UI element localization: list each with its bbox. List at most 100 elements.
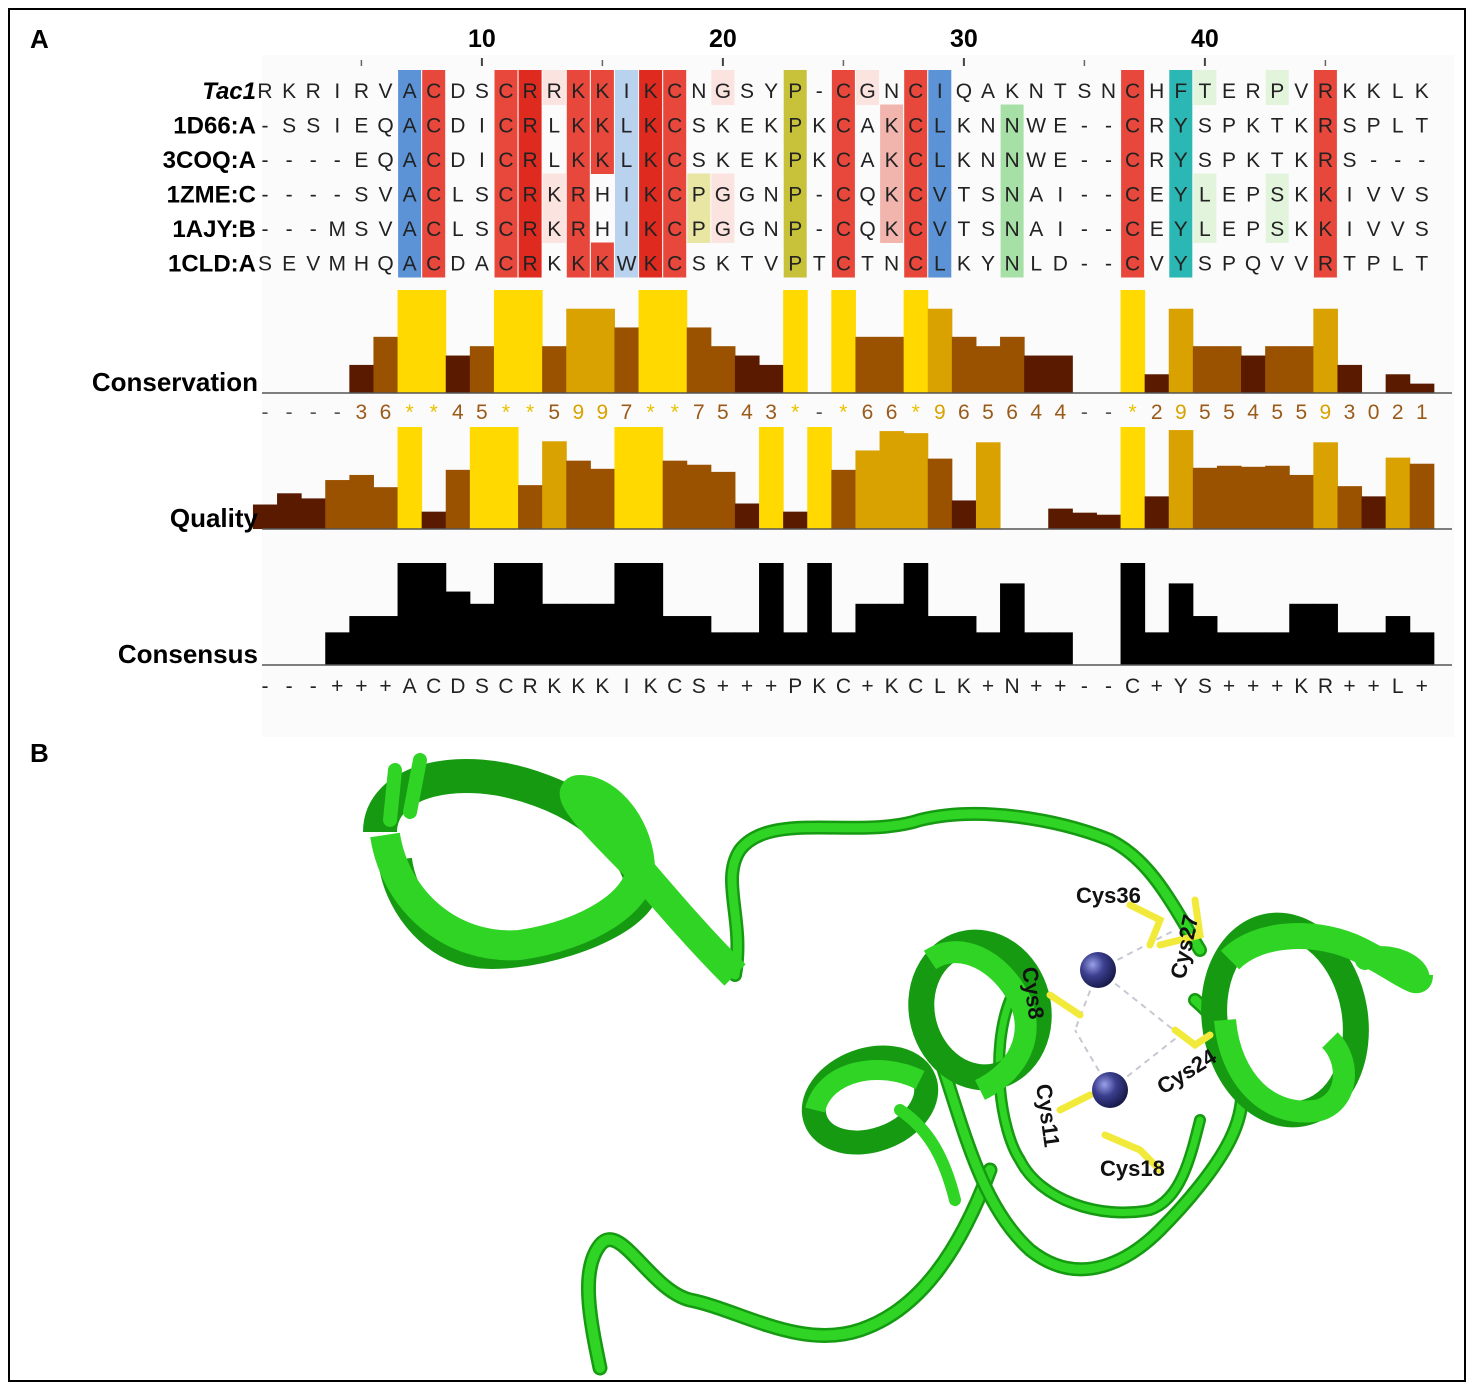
residue: R bbox=[1149, 115, 1164, 138]
residue-highlight bbox=[880, 139, 904, 174]
residue: Q bbox=[859, 184, 875, 207]
residue: V bbox=[1367, 184, 1381, 207]
residue-highlight bbox=[590, 242, 614, 278]
residue: P bbox=[788, 253, 802, 276]
residue: C bbox=[908, 218, 923, 241]
quality-bar bbox=[1241, 466, 1266, 529]
residue: D bbox=[450, 80, 465, 103]
consensus-bar bbox=[662, 616, 688, 665]
conservation-bar bbox=[759, 364, 784, 393]
residue-highlight bbox=[880, 173, 904, 209]
helix-3-cap bbox=[1355, 946, 1430, 990]
residue: S bbox=[1342, 149, 1356, 172]
residue-highlight bbox=[615, 242, 638, 278]
quality-bar bbox=[1072, 512, 1097, 529]
residue: L bbox=[1392, 115, 1404, 138]
consensus-residue: C bbox=[498, 675, 513, 698]
residue: T bbox=[1415, 115, 1428, 138]
residue-highlight bbox=[1193, 208, 1217, 243]
residue-highlight bbox=[663, 104, 687, 140]
residue: K bbox=[1294, 184, 1308, 207]
residue-highlight bbox=[590, 70, 614, 105]
residue-highlight bbox=[1000, 208, 1024, 243]
conservation-bar bbox=[590, 308, 615, 393]
quality-bar bbox=[1192, 467, 1218, 529]
quality-bar bbox=[734, 503, 760, 529]
residue: R bbox=[523, 218, 538, 241]
conservation-score: 9 bbox=[597, 401, 609, 424]
residue: A bbox=[403, 218, 417, 241]
residue-highlight bbox=[615, 70, 638, 105]
helix-2-ring-front bbox=[923, 941, 1037, 1100]
residue: Q bbox=[1245, 253, 1261, 276]
residue: - bbox=[1105, 218, 1112, 241]
residue: L bbox=[548, 115, 560, 138]
residue: A bbox=[860, 115, 874, 138]
residue: C bbox=[667, 149, 682, 172]
consensus-bar bbox=[1144, 632, 1170, 665]
n-terminal-coil-highlight bbox=[583, 1165, 995, 1373]
residue-highlight bbox=[711, 208, 735, 243]
quality-bar bbox=[831, 469, 856, 529]
conservation-score: * bbox=[839, 401, 847, 424]
quality-bar bbox=[493, 427, 519, 529]
conservation-bar bbox=[542, 346, 567, 393]
residue-highlight bbox=[783, 208, 807, 243]
consensus-bar bbox=[783, 632, 808, 665]
residue: Q bbox=[859, 218, 875, 241]
residue: L bbox=[934, 253, 946, 276]
residue-highlight bbox=[398, 104, 422, 140]
conservation-bar bbox=[421, 290, 447, 393]
residue-highlight bbox=[398, 242, 422, 278]
residue: E bbox=[282, 253, 296, 276]
consensus-residue: - bbox=[1105, 675, 1112, 698]
conservation-bar bbox=[903, 290, 929, 393]
residue: R bbox=[523, 80, 538, 103]
consensus-residue: P bbox=[788, 675, 802, 698]
consensus-bar bbox=[325, 632, 350, 665]
consensus-residue: C bbox=[667, 675, 682, 698]
zinc-ion-1 bbox=[1080, 952, 1116, 988]
consensus-bar bbox=[927, 616, 953, 665]
conservation-bar bbox=[831, 290, 856, 393]
residue-highlight bbox=[542, 70, 566, 105]
quality-bar bbox=[1361, 496, 1387, 529]
residue: K bbox=[885, 115, 899, 138]
consensus-bar bbox=[1048, 632, 1073, 665]
residue-highlight bbox=[831, 104, 855, 140]
conservation-score: 9 bbox=[1175, 401, 1187, 424]
residue: N bbox=[764, 218, 779, 241]
residue: E bbox=[1222, 80, 1236, 103]
quality-bar bbox=[951, 500, 977, 529]
conservation-score: 3 bbox=[1344, 401, 1356, 424]
residue: C bbox=[1125, 253, 1140, 276]
residue: A bbox=[403, 184, 417, 207]
residue-highlight bbox=[398, 173, 422, 209]
residue-highlight bbox=[1000, 173, 1024, 209]
residue: Y bbox=[1174, 149, 1188, 172]
residue: W bbox=[1026, 115, 1046, 138]
consensus-bar bbox=[445, 591, 471, 665]
residue: K bbox=[571, 115, 585, 138]
consensus-bar bbox=[1024, 632, 1049, 665]
conservation-bar bbox=[710, 346, 736, 393]
consensus-residue: + bbox=[331, 675, 343, 698]
conservation-score: 1 bbox=[1416, 401, 1428, 424]
conservation-score: 4 bbox=[1054, 401, 1066, 424]
residue: K bbox=[716, 115, 730, 138]
conservation-score: 5 bbox=[717, 401, 729, 424]
residue-highlight bbox=[663, 70, 687, 105]
residue-highlight bbox=[928, 242, 952, 278]
conservation-score: 7 bbox=[621, 401, 633, 424]
residue-highlight bbox=[1121, 242, 1145, 278]
residue: P bbox=[1222, 253, 1236, 276]
zinc-ion-2 bbox=[1092, 1072, 1128, 1108]
conservation-bar bbox=[1265, 346, 1290, 393]
conservation-bar bbox=[734, 355, 760, 393]
residue: P bbox=[788, 149, 802, 172]
residue-highlight bbox=[494, 173, 518, 209]
residue-highlight bbox=[856, 70, 879, 105]
residue: C bbox=[908, 80, 923, 103]
residue: - bbox=[310, 218, 317, 241]
residue: Q bbox=[377, 149, 393, 172]
